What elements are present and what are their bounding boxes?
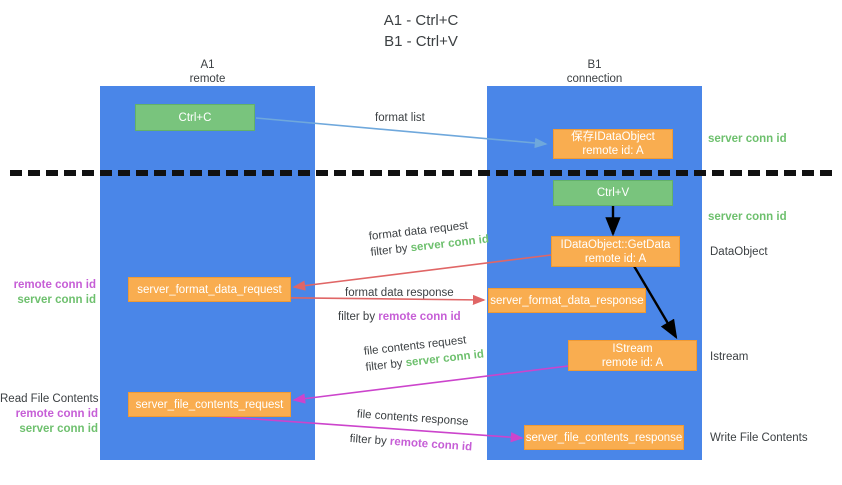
title-line-2: B1 - Ctrl+V bbox=[384, 33, 458, 50]
node-idataobject-getdata[interactable]: IDataObject::GetData remote id: A bbox=[551, 236, 680, 267]
lane-header-a1: A1 remote bbox=[100, 58, 315, 86]
node-ctrl-c[interactable]: Ctrl+C bbox=[135, 104, 255, 131]
filter-value-remote-conn-id: remote conn id bbox=[378, 311, 461, 323]
node-server-file-contents-response-label: server_file_contents_response bbox=[525, 431, 683, 444]
node-server-file-contents-request[interactable]: server_file_contents_request bbox=[128, 392, 291, 417]
filter-value-remote-conn-id: remote conn id bbox=[389, 435, 473, 454]
node-istream-line2: remote id: A bbox=[601, 356, 664, 369]
node-server-format-data-request[interactable]: server_format_data_request bbox=[128, 277, 291, 302]
edge-label-format-data-response: format data response filter by remote co… bbox=[338, 285, 461, 325]
annotation-server-conn-id: server conn id bbox=[19, 423, 98, 435]
annotation-write-file-contents: Write File Contents bbox=[710, 432, 808, 444]
filter-prefix: filter by bbox=[365, 357, 407, 374]
annotation-dataobject: DataObject bbox=[710, 246, 768, 258]
lane-a1-name: A1 bbox=[200, 59, 215, 71]
node-server-format-data-response-label: server_format_data_response bbox=[490, 294, 644, 307]
filter-prefix: filter by bbox=[338, 311, 379, 323]
edge-label-format-data-response-filter: filter by remote conn id bbox=[338, 309, 461, 325]
node-server-format-data-response[interactable]: server_format_data_response bbox=[488, 288, 646, 313]
lane-b1-name: B1 bbox=[587, 59, 602, 71]
filter-prefix: filter by bbox=[370, 242, 412, 259]
annotation-istream: Istream bbox=[710, 351, 749, 363]
annotation-remote-conn-id: remote conn id bbox=[15, 408, 98, 420]
edge-label-format-data-response-line1: format data response bbox=[345, 287, 454, 299]
annotation-server-conn-id: server conn id bbox=[17, 294, 96, 306]
edge-label-file-contents-response-line1: file contents response bbox=[356, 408, 469, 429]
node-ctrl-c-label: Ctrl+C bbox=[178, 111, 212, 124]
node-istream[interactable]: IStream remote id: A bbox=[568, 340, 697, 371]
node-server-file-contents-request-label: server_file_contents_request bbox=[135, 398, 284, 411]
lane-a1-role: remote bbox=[189, 73, 226, 85]
node-getdata-line1: IDataObject::GetData bbox=[560, 238, 671, 251]
edge-label-file-contents-request: file contents request filter by server c… bbox=[363, 331, 485, 376]
filter-prefix: filter by bbox=[349, 432, 391, 448]
edge-label-file-contents-response-filter: filter by remote conn id bbox=[349, 431, 473, 456]
node-save-idataobject-line1: 保存IDataObject bbox=[571, 131, 655, 143]
annotation-server-conn-id-top: server conn id bbox=[708, 133, 787, 145]
edge-label-format-data-request: format data request filter by server con… bbox=[368, 216, 490, 261]
node-server-format-data-request-label: server_format_data_request bbox=[137, 283, 282, 296]
edge-label-file-contents-response: file contents response filter by remote … bbox=[349, 406, 474, 455]
node-istream-line1: IStream bbox=[612, 342, 653, 355]
node-getdata-line2: remote id: A bbox=[584, 252, 647, 265]
node-save-idataobject[interactable]: 保存IDataObject remote id: A bbox=[553, 129, 673, 159]
node-ctrl-v[interactable]: Ctrl+V bbox=[553, 180, 673, 206]
node-ctrl-v-label: Ctrl+V bbox=[596, 187, 630, 199]
annotation-file-conn-ids: Read File Contents remote conn id server… bbox=[0, 392, 98, 437]
lane-b1-role: connection bbox=[566, 73, 623, 85]
node-save-idataobject-line2: remote id: A bbox=[582, 145, 644, 157]
phase-divider bbox=[10, 170, 832, 176]
annotation-format-conn-ids: remote conn id server conn id bbox=[0, 278, 96, 308]
annotation-read-file-contents: Read File Contents bbox=[0, 393, 99, 405]
lane-header-b1: B1 connection bbox=[487, 58, 702, 86]
title-line-1: A1 - Ctrl+C bbox=[383, 12, 459, 29]
annotation-server-conn-id-mid: server conn id bbox=[708, 211, 787, 223]
page-title: A1 - Ctrl+C B1 - Ctrl+V bbox=[0, 10, 842, 52]
edge-label-format-list: format list bbox=[375, 112, 425, 124]
node-server-file-contents-response[interactable]: server_file_contents_response bbox=[524, 425, 684, 450]
annotation-remote-conn-id: remote conn id bbox=[13, 279, 96, 291]
